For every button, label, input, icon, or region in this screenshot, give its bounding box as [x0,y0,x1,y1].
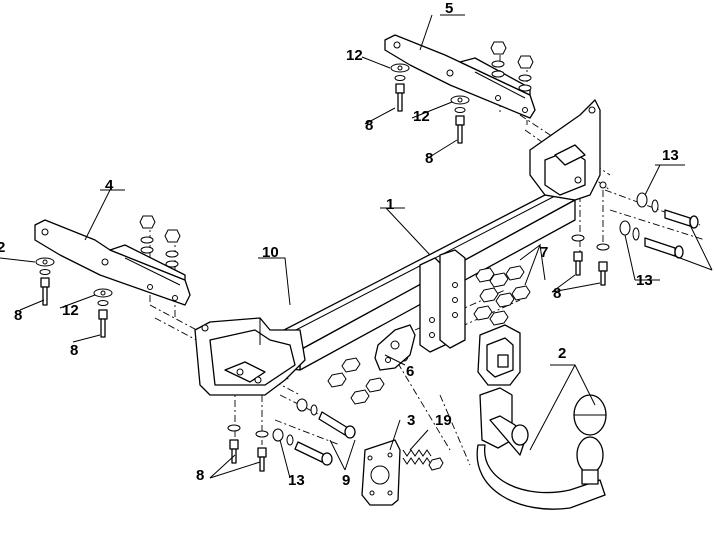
left-side-bracket [194,317,306,396]
fasteners-left-bottom [227,398,356,472]
callout-8-right: 8 [553,285,561,302]
fasteners-left-bracket [35,215,181,338]
callout-8-bottom: 8 [196,467,204,484]
callout-12-top-1: 12 [346,47,363,64]
right-side-bracket [529,99,607,201]
leader-lines [0,14,713,479]
callout-7: 7 [540,244,548,261]
callout-5: 5 [445,0,453,17]
left-frame-bracket [34,219,191,306]
center-mounting-plates [419,249,466,353]
towball-assembly [476,324,607,510]
fasteners-center [327,265,531,405]
callout-9: 9 [342,472,350,489]
callout-4: 4 [105,177,114,194]
callout-12-top-2: 12 [413,108,430,125]
callout-3: 3 [407,412,415,429]
spring [402,449,444,471]
callout-labels: 1 2 2 3 4 5 6 7 8 8 8 8 8 8 9 10 12 12 1… [0,0,679,489]
socket-plate [361,439,401,506]
callout-1: 1 [386,196,394,213]
fasteners-right-side [571,192,699,286]
callout-19: 19 [435,412,452,429]
main-crossbar [254,194,576,371]
callout-8-left-1: 8 [14,307,22,324]
callout-10: 10 [262,244,279,261]
callout-8-top-2: 8 [425,150,433,167]
callout-13-bottom: 13 [288,472,305,489]
callout-2-right: 2 [558,345,566,362]
callout-12-left: 12 [62,302,79,319]
callout-8-top-1: 8 [365,117,373,134]
callout-2-left: 2 [0,239,5,256]
fasteners-right-bracket [390,41,534,144]
socket-bracket [374,324,416,371]
callout-13-top: 13 [662,147,679,164]
callout-6: 6 [406,363,414,380]
callout-8-left-2: 8 [70,342,78,359]
callout-13-right: 13 [636,272,653,289]
right-frame-bracket [384,34,536,119]
